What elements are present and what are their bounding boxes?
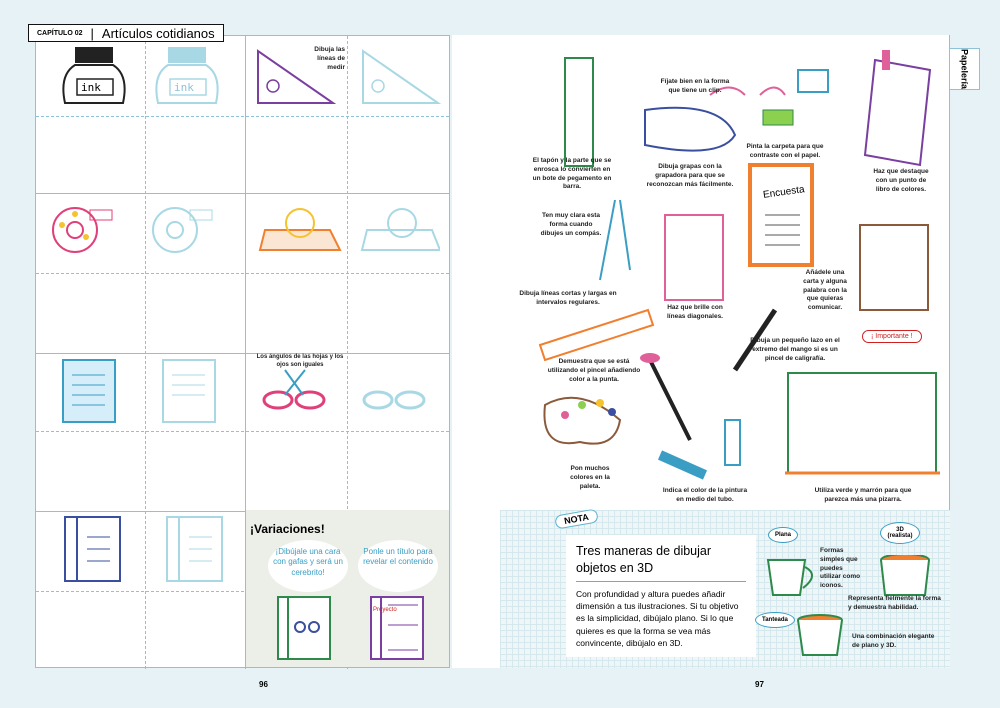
caption-triangle: Dibuja las líneas de medir bbox=[314, 46, 345, 71]
ink-label: ink bbox=[81, 81, 101, 94]
variation-bubble-2: Ponle un título para revelar el contenid… bbox=[358, 540, 438, 592]
cup-illustrations bbox=[766, 555, 930, 656]
cup-desc-solid: Representa fielmente la forma y demuestr… bbox=[848, 595, 941, 611]
left-page bbox=[35, 35, 450, 669]
tape-illustrations bbox=[52, 207, 440, 253]
notebook-title: Proyecto bbox=[373, 607, 397, 613]
variations-title: ¡Variaciones! bbox=[250, 522, 325, 536]
grid-column bbox=[36, 36, 146, 669]
section-tab[interactable]: Papelería bbox=[950, 48, 980, 90]
caption-folder: Haz que brille con líneas diagonales. bbox=[667, 304, 723, 320]
caption-glue: El tapón y la parte que se enrosca lo co… bbox=[532, 157, 612, 191]
stationery-illustrations bbox=[538, 50, 940, 480]
ink-label-trace: ink bbox=[174, 81, 194, 94]
grid-column bbox=[246, 36, 348, 669]
variation-bubble-1: ¡Dibújale una cara con gafas y será un c… bbox=[268, 540, 348, 592]
caption-compass: Ten muy clara esta forma cuando dibujes … bbox=[540, 212, 602, 237]
caption-book: Haz que destaque con un punto de libro d… bbox=[873, 168, 929, 193]
variations-box: ¡Variaciones! ¡Dibújale una cara con gaf… bbox=[246, 510, 449, 667]
page-number-left: 96 bbox=[259, 680, 268, 689]
chapter-header: CAPÍTULO 02|Artículos cotidianos bbox=[28, 24, 224, 42]
caption-palette: Pon muchos colores en la paleta. bbox=[570, 465, 610, 490]
caption-scissors: Los ángulos de las hojas y los ojos son … bbox=[256, 354, 344, 369]
caption-clip: Fíjate bien en la forma que tiene un cli… bbox=[660, 78, 730, 94]
note-box: Tres maneras de dibujar objetos en 3D Co… bbox=[566, 535, 756, 657]
caption-folder-clip: Pinta la carpeta para que contraste con … bbox=[746, 143, 824, 159]
chapter-label: CAPÍTULO 02 bbox=[37, 29, 83, 37]
page-number-right: 97 bbox=[755, 680, 764, 689]
set-square-illustrations bbox=[257, 49, 442, 104]
cup-desc-flat: Formas simples que puedes utilizar como … bbox=[820, 547, 861, 590]
envelope-speech: ¡ Importante ! bbox=[862, 330, 922, 343]
caption-ruler: Dibuja líneas cortas y largas en interva… bbox=[519, 290, 617, 306]
note-body: Con profundidad y altura puedes añadir d… bbox=[576, 588, 739, 648]
cup-label-solid: 3D (realista) bbox=[880, 522, 920, 544]
caption-calligraphy: Dibuja un pequeño lazo en el extremo del… bbox=[750, 337, 840, 362]
caption-board: Utiliza verde y marrón para que parezca … bbox=[814, 487, 912, 503]
note-title: Tres maneras de dibujar objetos en 3D bbox=[576, 543, 746, 582]
cup-label-flat: Plana bbox=[768, 527, 799, 543]
caption-brush: Demuestra que se está utilizando el pinc… bbox=[547, 358, 641, 383]
ink-bottle-illustrations bbox=[62, 47, 219, 104]
cup-desc-tilted: Una combinación elegante de plano y 3D. bbox=[852, 633, 935, 649]
variation-notebooks bbox=[277, 596, 424, 660]
binder-illustrations bbox=[64, 516, 223, 582]
caption-stapler: Dibuja grapas con la grapadora para que … bbox=[646, 163, 734, 188]
notepad-scissors-illustrations bbox=[62, 359, 426, 423]
caption-paint-tube: Indica el color de la pintura en medio d… bbox=[662, 487, 748, 503]
cup-label-tilted: Tanteada bbox=[755, 612, 795, 628]
chapter-title: Artículos cotidianos bbox=[101, 25, 215, 41]
grid-column bbox=[146, 36, 246, 669]
caption-envelope: Añádele una carta y alguna palabra con l… bbox=[803, 269, 847, 312]
